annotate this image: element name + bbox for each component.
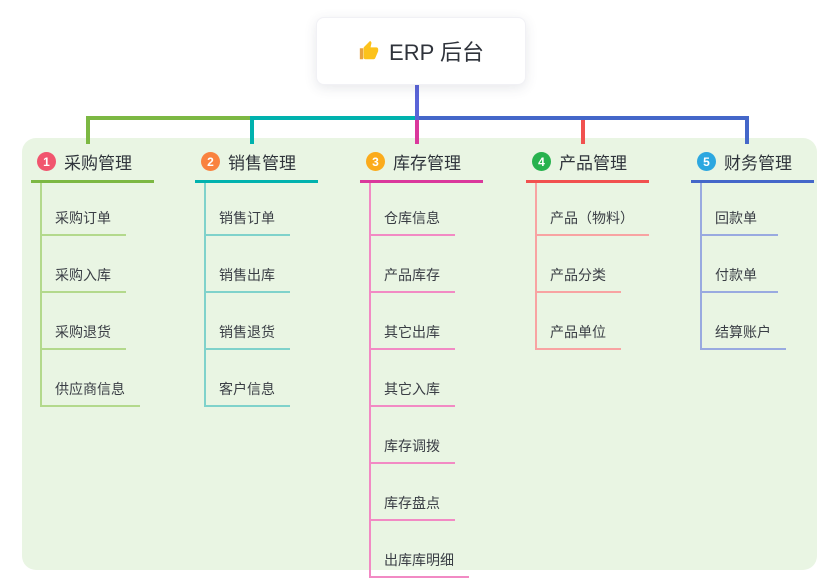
child-node[interactable]: 供应商信息 bbox=[42, 350, 140, 407]
child-node-label: 采购订单 bbox=[55, 210, 111, 226]
child-node-label: 客户信息 bbox=[219, 381, 275, 397]
trunk-line-5 bbox=[415, 116, 749, 120]
child-node[interactable]: 销售退货 bbox=[206, 293, 290, 350]
branch-column-5: 5 财务管理回款单付款单结算账户 bbox=[691, 148, 814, 350]
root-node[interactable]: ERP 后台 bbox=[316, 17, 526, 85]
branch-column-2: 2 销售管理销售订单销售出库销售退货客户信息 bbox=[195, 148, 318, 407]
child-node[interactable]: 回款单 bbox=[702, 183, 778, 236]
child-node-label: 产品单位 bbox=[550, 324, 606, 340]
child-node-label: 库存盘点 bbox=[384, 495, 440, 511]
child-node[interactable]: 库存调拨 bbox=[371, 407, 455, 464]
branch-number-badge: 1 bbox=[37, 152, 56, 171]
branch-node-2[interactable]: 2 销售管理 bbox=[195, 148, 318, 183]
child-node-label: 付款单 bbox=[715, 267, 757, 283]
drop-line-2 bbox=[250, 116, 254, 144]
child-node[interactable]: 产品（物料） bbox=[537, 183, 649, 236]
child-node-label: 销售订单 bbox=[219, 210, 275, 226]
root-title: ERP 后台 bbox=[389, 40, 484, 65]
branch-children: 销售订单销售出库销售退货客户信息 bbox=[204, 183, 290, 407]
child-node-label: 采购入库 bbox=[55, 267, 111, 283]
child-node-label: 销售出库 bbox=[219, 267, 275, 283]
branch-title-label: 库存管理 bbox=[393, 154, 461, 173]
child-node-label: 销售退货 bbox=[219, 324, 275, 340]
branch-column-3: 3 库存管理仓库信息产品库存其它出库其它入库库存调拨库存盘点出库库明细 bbox=[360, 148, 483, 578]
drop-line-4 bbox=[581, 116, 585, 144]
child-node-label: 结算账户 bbox=[715, 324, 771, 340]
branch-node-3[interactable]: 3 库存管理 bbox=[360, 148, 483, 183]
drop-line-5 bbox=[745, 116, 749, 144]
child-node[interactable]: 采购退货 bbox=[42, 293, 126, 350]
child-node-label: 产品库存 bbox=[384, 267, 440, 283]
child-node-label: 产品（物料） bbox=[550, 210, 634, 226]
child-node[interactable]: 采购入库 bbox=[42, 236, 126, 293]
child-node-label: 采购退货 bbox=[55, 324, 111, 340]
trunk-line-2 bbox=[250, 116, 419, 120]
child-node[interactable]: 结算账户 bbox=[702, 293, 786, 350]
child-node-label: 库存调拨 bbox=[384, 438, 440, 454]
child-node[interactable]: 产品库存 bbox=[371, 236, 455, 293]
child-node[interactable]: 仓库信息 bbox=[371, 183, 455, 236]
thumbs-up-icon bbox=[358, 40, 380, 62]
child-node[interactable]: 销售出库 bbox=[206, 236, 290, 293]
branch-number-badge: 2 bbox=[201, 152, 220, 171]
child-node-label: 仓库信息 bbox=[384, 210, 440, 226]
child-node[interactable]: 其它入库 bbox=[371, 350, 455, 407]
branch-node-1[interactable]: 1 采购管理 bbox=[31, 148, 154, 183]
child-node[interactable]: 库存盘点 bbox=[371, 464, 455, 521]
branch-number-badge: 5 bbox=[697, 152, 716, 171]
branch-children: 采购订单采购入库采购退货供应商信息 bbox=[40, 183, 140, 407]
branch-number-badge: 4 bbox=[532, 152, 551, 171]
child-node[interactable]: 客户信息 bbox=[206, 350, 290, 407]
branch-children: 回款单付款单结算账户 bbox=[700, 183, 786, 350]
branch-number-badge: 3 bbox=[366, 152, 385, 171]
child-node-label: 回款单 bbox=[715, 210, 757, 226]
child-node[interactable]: 其它出库 bbox=[371, 293, 455, 350]
branch-column-4: 4 产品管理产品（物料） 产品分类产品单位 bbox=[526, 148, 649, 350]
child-node-label: 出库库明细 bbox=[384, 552, 454, 568]
child-node[interactable]: 产品分类 bbox=[537, 236, 621, 293]
branch-children: 产品（物料） 产品分类产品单位 bbox=[535, 183, 649, 350]
drop-line-3 bbox=[415, 116, 419, 144]
child-node[interactable]: 出库库明细 bbox=[371, 521, 469, 578]
branch-title-label: 采购管理 bbox=[64, 154, 132, 173]
child-node[interactable]: 采购订单 bbox=[42, 183, 126, 236]
branch-title-label: 销售管理 bbox=[228, 154, 296, 173]
child-node-label: 其它出库 bbox=[384, 324, 440, 340]
branch-title-label: 财务管理 bbox=[724, 154, 792, 173]
drop-line-1 bbox=[86, 116, 90, 144]
child-node[interactable]: 产品单位 bbox=[537, 293, 621, 350]
child-node-label: 产品分类 bbox=[550, 267, 606, 283]
branch-node-5[interactable]: 5 财务管理 bbox=[691, 148, 814, 183]
root-connector-line bbox=[415, 84, 419, 120]
branch-title-label: 产品管理 bbox=[559, 154, 627, 173]
child-node[interactable]: 付款单 bbox=[702, 236, 778, 293]
mindmap-panel: 1 采购管理采购订单采购入库采购退货供应商信息 2 销售管理销售订单销售出库销售退货客… bbox=[22, 138, 817, 578]
branch-column-1: 1 采购管理采购订单采购入库采购退货供应商信息 bbox=[31, 148, 154, 407]
child-node-label: 其它入库 bbox=[384, 381, 440, 397]
child-node[interactable]: 销售订单 bbox=[206, 183, 290, 236]
branch-node-4[interactable]: 4 产品管理 bbox=[526, 148, 649, 183]
branch-children: 仓库信息产品库存其它出库其它入库库存调拨库存盘点出库库明细 bbox=[369, 183, 469, 578]
child-node-label: 供应商信息 bbox=[55, 381, 125, 397]
